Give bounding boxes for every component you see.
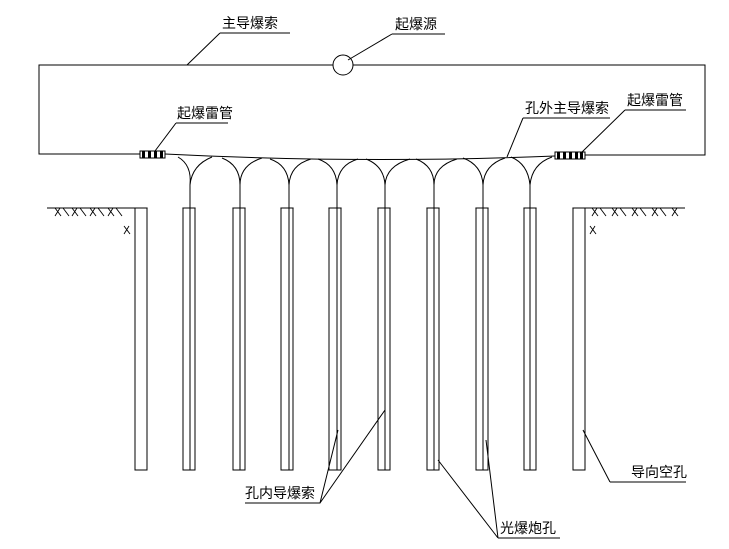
rock-mass: [134, 207, 585, 471]
detonator-right: [554, 151, 586, 160]
label-guide-empty-hole: 导向空孔: [631, 465, 687, 481]
initiation-source-symbol: [332, 54, 354, 76]
label-main-cord: 主导爆索: [222, 15, 278, 32]
main-cord-loop: [38, 64, 706, 156]
boreholes: [134, 206, 586, 471]
branch-cords: [177, 156, 553, 186]
label-detonator-left: 起爆雷管: [177, 106, 233, 122]
outer-main-cord: [164, 153, 556, 161]
label-smooth-blast-hole: 光爆炮孔: [500, 521, 556, 537]
label-inner-cord: 孔内导爆索: [245, 485, 315, 502]
ground-surface-right: [585, 207, 685, 235]
ground-surface-left: [47, 207, 135, 235]
label-outer-main-cord: 孔外主导爆索: [525, 100, 609, 117]
label-detonator-right: 起爆雷管: [627, 93, 683, 109]
label-initiation-source: 起爆源: [395, 17, 437, 33]
in-hole-cords: [189, 185, 531, 470]
leader-lines: [154, 32, 686, 539]
detonator-left: [139, 150, 166, 159]
guide-hole-left-wall: [134, 208, 148, 471]
